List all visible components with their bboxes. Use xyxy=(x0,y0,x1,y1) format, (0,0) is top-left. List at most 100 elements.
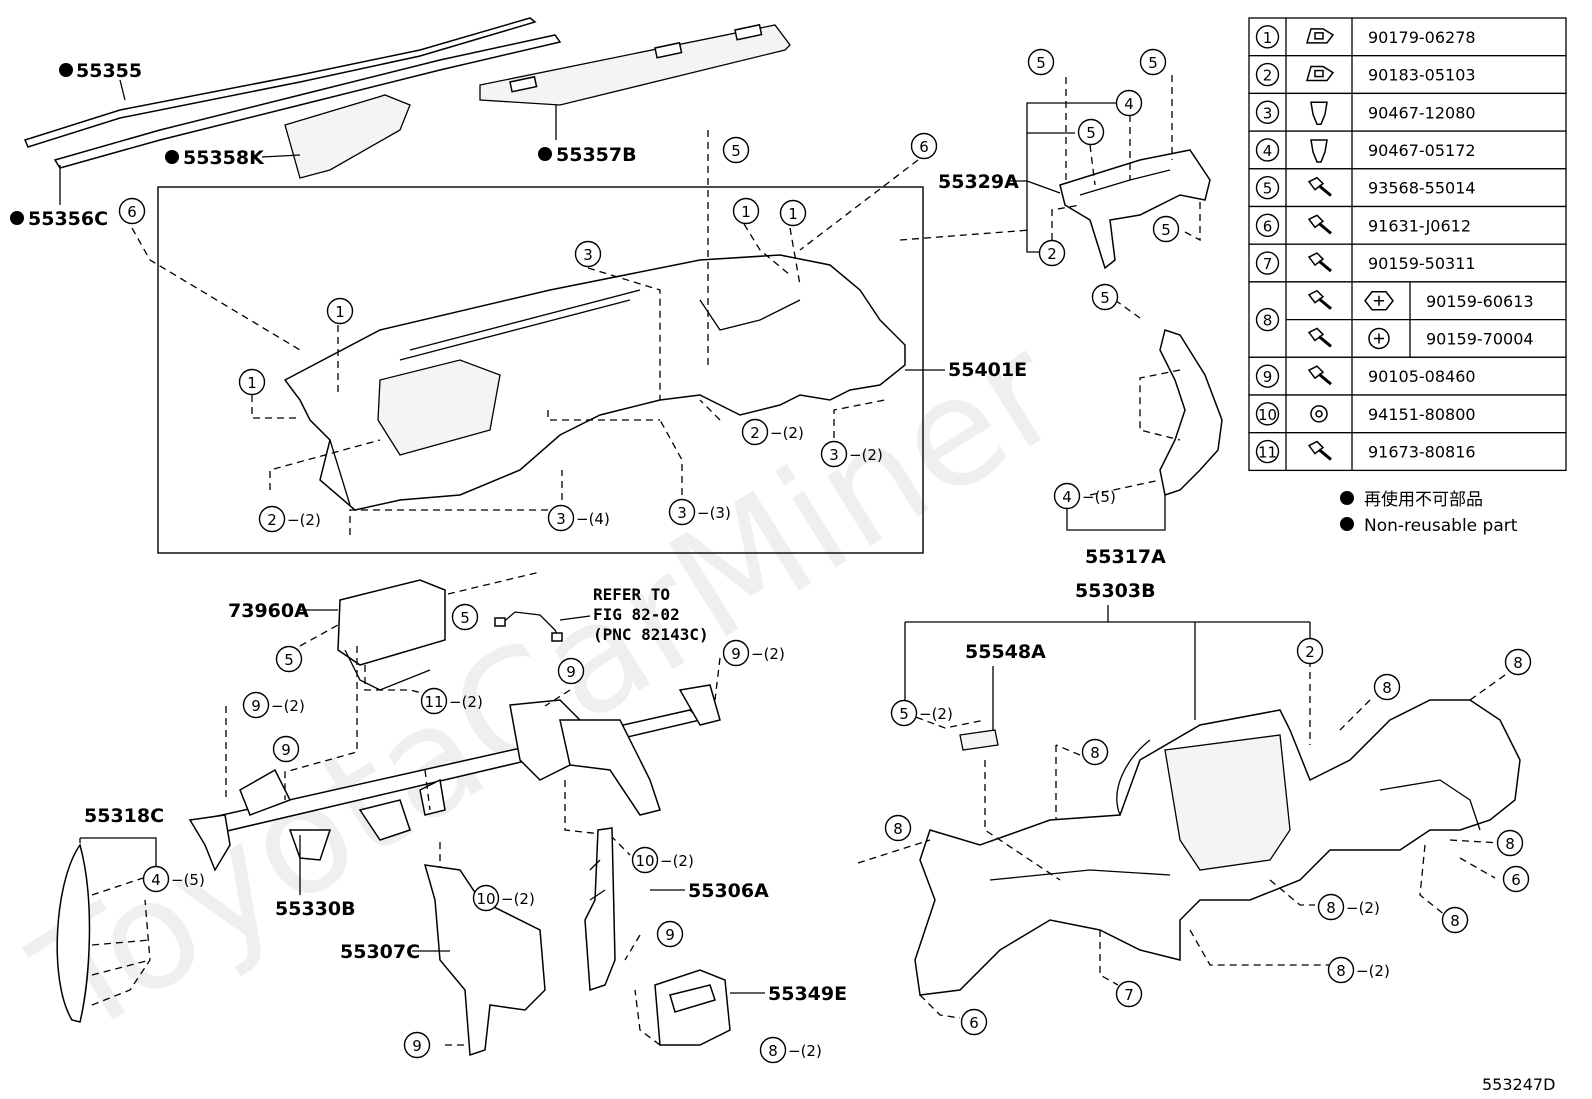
legend-non-reusable-jp: 再使用不可部品 xyxy=(1364,489,1483,510)
callout-5: 5 xyxy=(1152,215,1180,243)
head-type-icon xyxy=(1364,291,1394,311)
svg-text:4: 4 xyxy=(1263,142,1273,160)
svg-text:−(2): −(2) xyxy=(660,852,694,870)
callout-3: 3−(3) xyxy=(668,498,731,526)
refer-note-line3: (PNC 82143C) xyxy=(593,625,709,644)
wire-harness xyxy=(494,611,563,642)
fastener-part-number: 90467-12080 xyxy=(1368,103,1476,122)
svg-text:−(2): −(2) xyxy=(501,890,535,908)
callout-8: 8 xyxy=(1373,673,1401,701)
svg-text:9: 9 xyxy=(1263,368,1273,386)
svg-text:10: 10 xyxy=(1258,406,1277,424)
label-55548A: 55548A xyxy=(965,641,1046,663)
label-55349E: 55349E xyxy=(768,983,847,1005)
label-55355: 55355 xyxy=(76,60,142,82)
svg-text:1: 1 xyxy=(788,205,798,223)
svg-text:6: 6 xyxy=(969,1014,979,1032)
fastener-icon-3 xyxy=(1310,101,1328,125)
label-55303B: 55303B xyxy=(1075,580,1156,602)
label-55356C: 55356C xyxy=(28,208,108,230)
svg-text:5: 5 xyxy=(460,609,470,627)
svg-text:11: 11 xyxy=(1258,444,1277,462)
svg-text:1: 1 xyxy=(247,374,257,392)
svg-text:5: 5 xyxy=(731,142,741,160)
svg-text:−(2): −(2) xyxy=(849,446,883,464)
fastener-part-number: 90183-05103 xyxy=(1368,66,1476,85)
callout-8: 8 xyxy=(884,814,912,842)
fastener-part-number: 90467-05172 xyxy=(1368,141,1476,160)
svg-text:7: 7 xyxy=(1263,255,1273,273)
fastener-part-number: 91673-80816 xyxy=(1368,443,1476,462)
refer-note-line1: REFER TO xyxy=(593,585,670,604)
callout-2: 2−(2) xyxy=(258,505,321,533)
fastener-part-number: 90105-08460 xyxy=(1368,367,1476,386)
callout-5: 5 xyxy=(1077,118,1105,146)
svg-text:4: 4 xyxy=(1124,95,1134,113)
svg-text:−(2): −(2) xyxy=(271,697,305,715)
svg-text:5: 5 xyxy=(1036,54,1046,72)
callout-8: 8−(2) xyxy=(759,1036,822,1064)
svg-text:5: 5 xyxy=(1086,124,1096,142)
svg-text:−(2): −(2) xyxy=(1346,899,1380,917)
label-55358K: 55358K xyxy=(183,147,265,169)
callout-9: 9 xyxy=(272,735,300,763)
svg-text:2: 2 xyxy=(1263,67,1273,85)
head-type-icon xyxy=(1368,327,1390,350)
callout-3: 3−(4) xyxy=(547,504,610,532)
callout-4: 4−(5) xyxy=(1053,482,1116,510)
svg-text:−(2): −(2) xyxy=(770,424,804,442)
svg-text:8: 8 xyxy=(893,820,903,838)
callout-3: 3 −(2) xyxy=(820,440,883,468)
svg-text:8: 8 xyxy=(1382,679,1392,697)
fastener-icon-8-1 xyxy=(1307,289,1332,310)
reinforcement-bar xyxy=(188,684,721,872)
svg-text:2: 2 xyxy=(750,424,760,442)
callout-3: 3 xyxy=(574,240,602,268)
fastener-icon-8-2 xyxy=(1307,327,1332,348)
label-55329A: 55329A xyxy=(938,171,1019,193)
svg-text:−(3): −(3) xyxy=(697,504,731,522)
callout-8: 8 xyxy=(1504,648,1532,676)
label-55306A: 55306A xyxy=(688,880,769,902)
svg-text:3: 3 xyxy=(1263,104,1273,122)
fastener-part-number: 91631-J0612 xyxy=(1368,216,1471,235)
svg-text:10: 10 xyxy=(476,890,495,908)
fastener-icon-1 xyxy=(1306,28,1335,44)
svg-text:6: 6 xyxy=(127,203,137,221)
callout-2: 2 xyxy=(1296,637,1324,665)
callout-6: 6 xyxy=(960,1008,988,1036)
svg-text:8: 8 xyxy=(1450,912,1460,930)
svg-text:5: 5 xyxy=(284,651,294,669)
svg-text:−(2): −(2) xyxy=(1356,962,1390,980)
svg-text:8: 8 xyxy=(1505,835,1515,853)
svg-text:6: 6 xyxy=(1263,217,1273,235)
callout-9: 9 xyxy=(656,920,684,948)
svg-text:−(2): −(2) xyxy=(919,705,953,723)
svg-text:−(4): −(4) xyxy=(576,510,610,528)
svg-text:3: 3 xyxy=(829,446,839,464)
label-55318C: 55318C xyxy=(84,805,164,827)
svg-text:−(2): −(2) xyxy=(287,511,321,529)
fastener-icon-7 xyxy=(1307,252,1332,273)
svg-text:9: 9 xyxy=(731,645,741,663)
fastener-icon-2 xyxy=(1306,65,1335,82)
callout-4: 4−(5) xyxy=(142,865,205,893)
fastener-icon-9 xyxy=(1307,365,1332,386)
svg-text:9: 9 xyxy=(665,926,675,944)
main-leaders xyxy=(131,130,1031,535)
callout-5: 5 xyxy=(1139,48,1167,76)
callout-6: 6 xyxy=(910,132,938,160)
callout-8: 8 xyxy=(1081,738,1109,766)
label-55317A: 55317A xyxy=(1085,546,1166,568)
callout-5: 5 xyxy=(1027,48,1055,76)
callout-1: 1 xyxy=(238,368,266,396)
lower-panel-55303B xyxy=(914,699,1521,996)
fastener-row-6: 6 91631-J0612 xyxy=(1248,205,1567,245)
brace-55306A xyxy=(584,827,616,992)
callout-10: 10−(2) xyxy=(631,846,694,874)
